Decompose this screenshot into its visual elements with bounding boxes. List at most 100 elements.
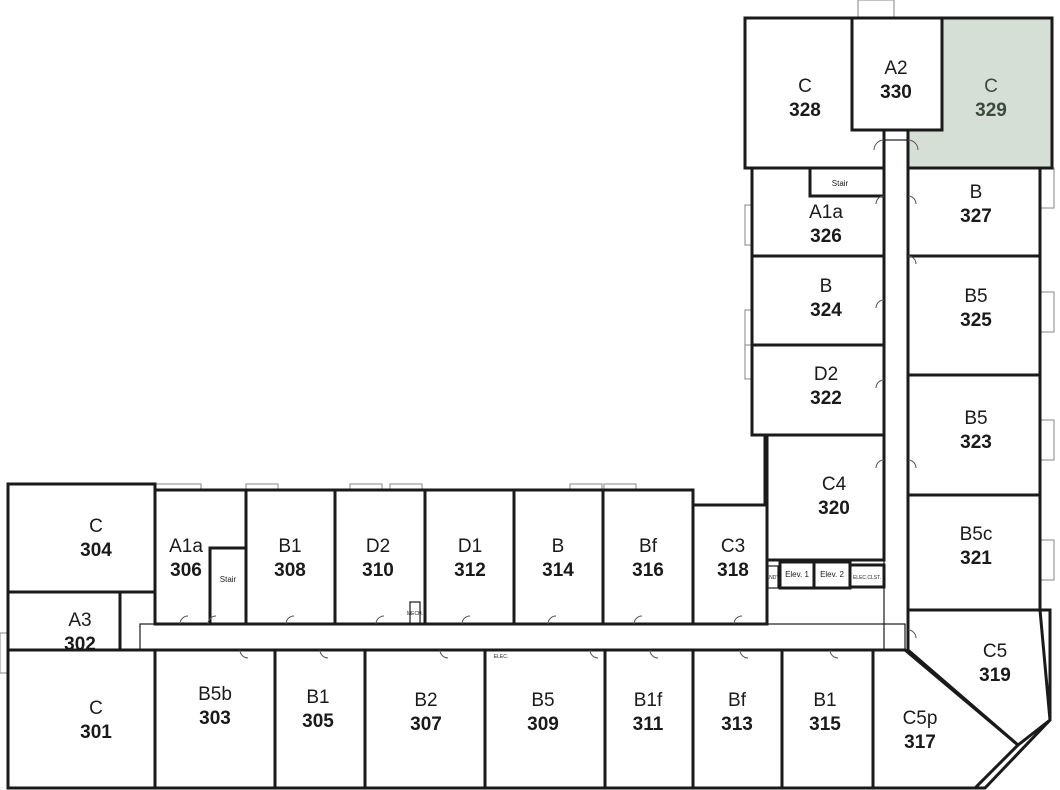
unit-306-number: 306 [170, 560, 202, 581]
unit-304-number: 304 [80, 540, 112, 561]
unit-309-type: B5 [531, 690, 554, 711]
unit-330-type: A2 [884, 58, 907, 79]
unit-307-number: 307 [410, 714, 442, 735]
unit-318-type: C3 [721, 536, 745, 557]
unit-326-type: A1a [809, 202, 843, 223]
unit-309[interactable] [483, 648, 607, 790]
unit-318-number: 318 [717, 560, 749, 581]
unit-320-type: C4 [822, 474, 847, 495]
unit-316-number: 316 [632, 560, 664, 581]
unit-316[interactable] [601, 488, 695, 626]
unit-323-type: B5 [964, 408, 987, 429]
stair-west-label: Stair [220, 575, 237, 584]
unit-322[interactable] [750, 343, 886, 437]
stair-north [808, 166, 886, 198]
unit-323-number: 323 [960, 432, 992, 453]
unit-310-number: 310 [362, 560, 394, 581]
stair-north-label: Stair [832, 179, 849, 188]
unit-322-number: 322 [810, 388, 842, 409]
unit-316-type: Bf [639, 536, 658, 557]
elec-label: ELEC. [494, 654, 508, 660]
unit-308-type: B1 [278, 536, 301, 557]
unit-304[interactable] [6, 482, 157, 594]
mech [409, 601, 421, 625]
unit-326[interactable] [750, 166, 886, 258]
unit-317-type: C5p [903, 708, 938, 729]
unit-322-type: D2 [814, 364, 838, 385]
north-corridor [883, 139, 909, 651]
elec-clst [848, 563, 886, 589]
unit-325-number: 325 [960, 310, 992, 331]
unit-328-number: 328 [789, 100, 821, 121]
unit-319-type: C5 [983, 641, 1007, 662]
unit-315-number: 315 [809, 714, 841, 735]
unit-311-type: B1f [634, 690, 663, 711]
unit-325-type: B5 [964, 286, 987, 307]
unit-329-number: 329 [975, 100, 1007, 121]
unit-303-type: B5b [198, 684, 232, 705]
unit-325[interactable] [906, 254, 1042, 377]
unit-327-type: B [970, 182, 983, 203]
unit-326-number: 326 [810, 226, 842, 247]
unit-330-number: 330 [880, 82, 912, 103]
unit-303[interactable] [153, 648, 277, 790]
unit-311-number: 311 [633, 714, 664, 735]
unit-308[interactable] [244, 488, 337, 626]
unit-317-number: 317 [904, 732, 936, 753]
unit-330[interactable] [850, 16, 944, 132]
unit-323[interactable] [906, 373, 1042, 497]
unit-317[interactable] [871, 648, 1021, 790]
unit-313-type: Bf [728, 690, 747, 711]
unit-320-number: 320 [818, 498, 850, 519]
unit-328-type: C [798, 76, 812, 97]
unit-321[interactable] [906, 493, 1042, 612]
unit-318[interactable] [691, 503, 769, 626]
unit-301-number: 301 [80, 722, 112, 743]
unit-306[interactable] [153, 488, 248, 626]
unit-321-type: B5c [960, 524, 993, 545]
unit-314[interactable] [512, 488, 605, 626]
unit-301[interactable] [6, 648, 157, 790]
elev-1-label: Elev. 1 [785, 570, 809, 579]
unit-315[interactable] [780, 648, 875, 790]
elev-2-label: Elev. 2 [820, 570, 844, 579]
unit-309-number: 309 [527, 714, 559, 735]
unit-312-number: 312 [454, 560, 486, 581]
unit-324-number: 324 [810, 300, 842, 321]
unit-329-type: C [984, 76, 998, 97]
unit-310-type: D2 [366, 536, 390, 557]
unit-307-type: B2 [414, 690, 437, 711]
unit-313-number: 313 [721, 714, 753, 735]
unit-306-type: A1a [169, 536, 203, 557]
elec-clst-label: ELEC.CLST. [853, 575, 881, 581]
unit-319-number: 319 [979, 665, 1011, 686]
unit-303-number: 303 [199, 708, 231, 729]
lanai-label: LNDY [766, 575, 780, 581]
unit-321-number: 321 [960, 548, 992, 569]
unit-312-type: D1 [458, 536, 482, 557]
unit-311[interactable] [603, 648, 695, 790]
unit-320[interactable] [765, 433, 886, 562]
unit-314-type: B [552, 536, 565, 557]
unit-327-number: 327 [960, 206, 992, 227]
unit-327[interactable] [906, 166, 1042, 258]
unit-313[interactable] [691, 648, 784, 790]
lanai [767, 565, 779, 589]
mech-label: MECH. [407, 611, 423, 617]
unit-324[interactable] [750, 254, 886, 347]
unit-315-type: B1 [813, 690, 836, 711]
unit-307[interactable] [363, 648, 487, 790]
unit-305-number: 305 [302, 711, 334, 732]
unit-305-type: B1 [306, 687, 329, 708]
unit-301-type: C [89, 698, 103, 719]
unit-310[interactable] [333, 488, 427, 626]
stair-west [208, 546, 248, 626]
unit-308-number: 308 [274, 560, 306, 581]
unit-324-type: B [820, 276, 833, 297]
unit-302-type: A3 [68, 610, 91, 631]
doors [179, 139, 919, 659]
unit-302-number: 302 [64, 634, 96, 655]
unit-304-type: C [89, 516, 103, 537]
unit-312[interactable] [423, 488, 516, 626]
